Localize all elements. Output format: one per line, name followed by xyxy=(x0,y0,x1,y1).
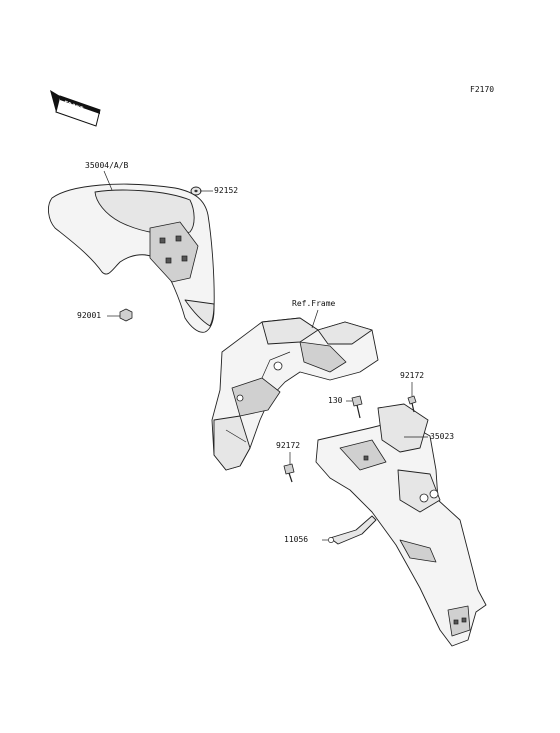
bolt-92172-lower-drawing xyxy=(283,463,295,483)
frame-drawing xyxy=(211,317,379,471)
figure-code: F2170 xyxy=(470,85,495,94)
label-nut: 92001 xyxy=(77,311,102,320)
rear-fender-drawing xyxy=(315,403,487,647)
label-front-fender: 35004/A/B xyxy=(85,161,129,170)
leader-lines xyxy=(103,170,428,541)
bolt-92172-upper-drawing xyxy=(407,395,417,413)
label-bolt-upper: 92172 xyxy=(400,371,425,380)
label-clamp: 11056 xyxy=(284,535,309,544)
front-arrow-icon xyxy=(50,90,101,127)
label-washer: 92152 xyxy=(214,186,239,195)
label-bolt-lower: 92172 xyxy=(276,441,301,450)
washer-92152-drawing xyxy=(190,186,202,196)
label-frame-ref: Ref.Frame xyxy=(292,299,336,308)
label-rear-fender: 35023 xyxy=(430,432,455,441)
label-bolt-130: 130 xyxy=(328,396,343,405)
bolt-130-drawing xyxy=(351,395,363,419)
front-fender-drawing xyxy=(48,183,215,333)
clamp-11056-drawing xyxy=(328,515,377,545)
nut-92001-drawing xyxy=(119,308,133,322)
